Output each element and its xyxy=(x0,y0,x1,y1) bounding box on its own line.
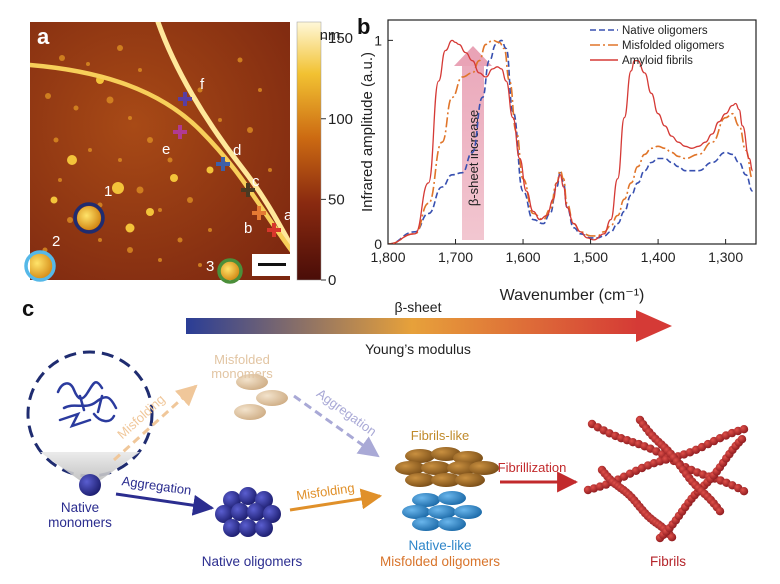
panel-a-label: a xyxy=(37,24,50,49)
legend-entry-1: Misfolded oligomers xyxy=(622,40,725,52)
marker-b xyxy=(252,206,266,220)
circle-1 xyxy=(73,202,105,234)
x-tick-label: 1,300 xyxy=(708,249,743,265)
circle-label-2: 2 xyxy=(52,233,60,250)
circle-label-3: 3 xyxy=(206,258,214,275)
native-like-label: Native-like xyxy=(408,538,471,553)
colorbar-unit: nm xyxy=(320,27,341,44)
aggregation-top-arrow xyxy=(293,394,380,458)
feature-1 xyxy=(77,206,101,230)
fibril-2 xyxy=(30,62,290,253)
x-tick-label: 1,600 xyxy=(506,249,541,265)
panel-c-label: c xyxy=(22,296,34,321)
protein-structure xyxy=(56,381,118,429)
legend-entry-0: Native oligomers xyxy=(622,25,708,37)
marker-label-f: f xyxy=(200,76,205,93)
native-like-cluster xyxy=(402,491,482,531)
aggregation-bottom-label: Aggregation xyxy=(121,473,193,498)
misfolding-bottom-label: Misfolding xyxy=(295,480,355,503)
native-oligomers-cluster xyxy=(215,487,281,537)
feature-3 xyxy=(220,261,240,280)
x-tick-label: 1,700 xyxy=(438,249,473,265)
marker-d xyxy=(216,157,230,171)
circle-3 xyxy=(217,258,243,284)
fibrils-network xyxy=(583,415,749,543)
series-line-2 xyxy=(388,39,754,244)
fibril-1 xyxy=(155,22,290,249)
x-axis-ticks: 1,800 1,700 1,600 1,500 1,400 1,300 xyxy=(370,239,743,265)
y-axis-ticks: 01 xyxy=(374,32,393,252)
fibrils-like-label: Fibrils-like xyxy=(411,428,470,443)
colorbar xyxy=(296,21,322,281)
afm-circles: 1 2 3 xyxy=(24,183,243,284)
fibrils-label: Fibrils xyxy=(650,554,686,569)
colorbar-ticks: 150 100 50 0 xyxy=(321,30,353,289)
afm-image xyxy=(30,22,290,280)
misfolded-monomers xyxy=(234,374,288,420)
x-tick-label: 1,400 xyxy=(641,249,676,265)
marker-label-a: a xyxy=(284,207,293,224)
misfolded-oligomers-label: Misfolded oligomers xyxy=(380,554,500,569)
legend-entry-2: Amyloid fibrils xyxy=(622,55,693,67)
colorbar-tick-label: 100 xyxy=(328,111,353,128)
x-tick-label: 1,500 xyxy=(573,249,608,265)
series-line-0 xyxy=(388,39,754,244)
aggregation-top-label: Aggregation xyxy=(314,386,380,439)
panel-a: 150 100 50 0 nm a a b cd e f 1 2 3 xyxy=(24,21,353,289)
marker-c xyxy=(241,183,255,197)
marker-a xyxy=(267,223,281,237)
afm-markers: a b cd e f xyxy=(162,76,293,237)
aggregation-bottom-arrow xyxy=(115,492,215,516)
colorbar-tick-label: 0 xyxy=(328,272,336,289)
y-axis-label: Infrared amplitude (a.u.) xyxy=(359,52,376,212)
y-tick-label: 0 xyxy=(374,236,382,252)
colorbar-tick-label: 150 xyxy=(328,30,353,47)
circle-2 xyxy=(24,250,56,282)
plot-area xyxy=(387,19,757,245)
native-monomer-ball xyxy=(79,474,101,496)
marker-label-d: d xyxy=(233,142,241,159)
spectra-lines xyxy=(388,39,754,244)
fibrillization-label: Fibrillization xyxy=(498,460,567,475)
circle-label-1: 1 xyxy=(104,183,112,200)
y-tick-label: 1 xyxy=(374,32,382,48)
scalebar xyxy=(258,263,286,266)
fibrils-like-cluster xyxy=(395,447,499,487)
marker-label-c: c xyxy=(252,173,260,190)
native-oligomers-label: Native oligomers xyxy=(202,554,303,569)
marker-label-b: b xyxy=(244,220,252,237)
misfolding-top-arrow xyxy=(112,384,198,462)
beta-sheet-text: β-sheet xyxy=(395,299,442,315)
marker-e xyxy=(173,125,187,139)
native-monomer-zoom xyxy=(26,350,154,496)
x-axis-label: Wavenumber (cm⁻¹) xyxy=(500,287,645,304)
youngs-modulus-text: Young’s modulus xyxy=(365,341,471,357)
misfolding-bottom-arrow xyxy=(289,488,383,512)
x-tick-label: 1,800 xyxy=(370,249,405,265)
colorbar-tick-label: 50 xyxy=(328,191,345,208)
marker-f xyxy=(178,92,192,106)
afm-features xyxy=(30,22,290,280)
panel-b-label: b xyxy=(357,14,370,39)
marker-label-e: e xyxy=(162,141,170,158)
gradient-arrow xyxy=(186,310,672,342)
feature-2 xyxy=(30,252,54,280)
